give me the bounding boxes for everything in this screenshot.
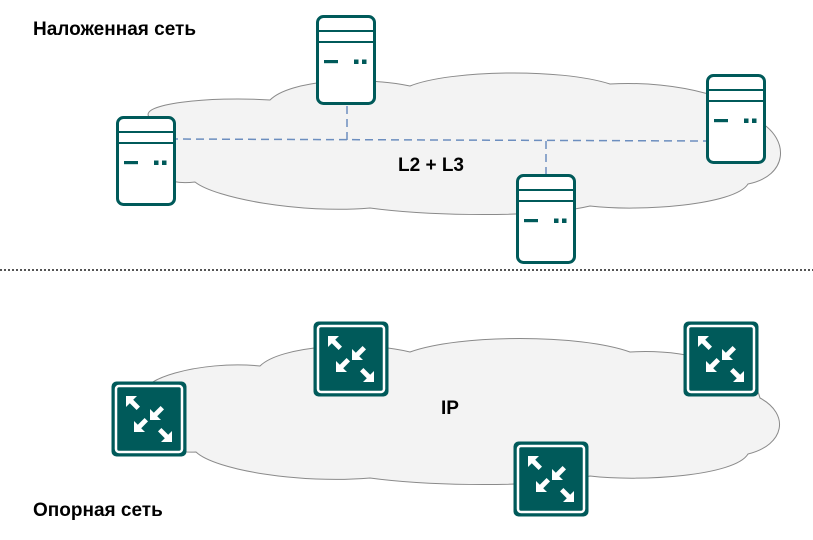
overlay-cloud [141, 72, 782, 215]
underlay-network-title: Опорная сеть [33, 500, 163, 521]
underlay-protocol-label: IP [441, 398, 459, 419]
server-icon [516, 174, 576, 264]
router-icon [314, 322, 389, 397]
router-icon [514, 442, 589, 517]
overlay-protocol-label: L2 + L3 [398, 155, 464, 176]
server-icon [116, 116, 176, 206]
server-icon [316, 15, 376, 105]
overlay-tunnels [169, 106, 707, 174]
router-icon [112, 382, 187, 457]
overlay-network-title: Наложенная сеть [33, 19, 197, 40]
router-icon [684, 322, 759, 397]
server-icon [706, 74, 766, 164]
